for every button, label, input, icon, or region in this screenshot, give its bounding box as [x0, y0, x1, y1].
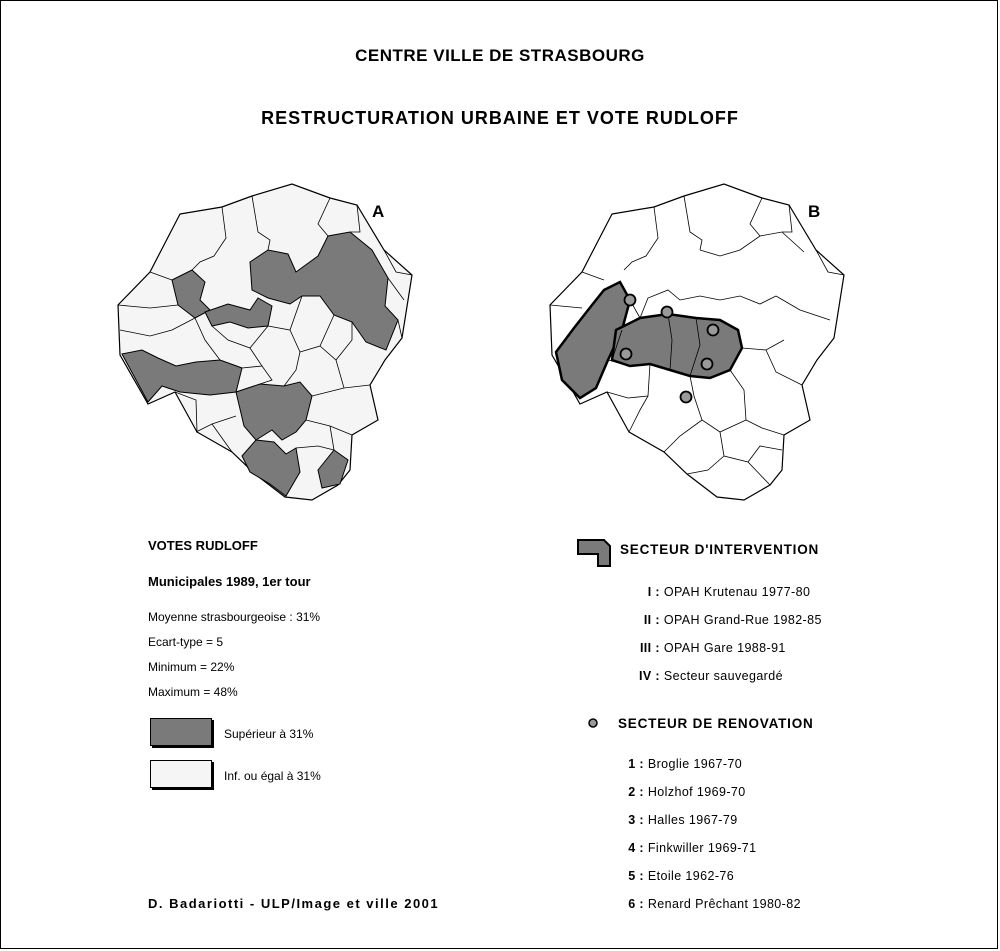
stat-line: Moyenne strasbourgeoise : 31% — [148, 610, 321, 624]
intervention-label: OPAH Krutenau 1977-80 — [663, 585, 811, 599]
renovation-marker — [706, 323, 720, 337]
stat-line: Ecart-type = 5 — [148, 635, 224, 649]
stat-line: Maximum = 48% — [148, 685, 238, 699]
map-a-district-dark — [204, 297, 273, 329]
intervention-num: III : — [639, 641, 660, 655]
legend-swatch-above — [150, 718, 212, 746]
renovation-item: 6 : Renard Prêchant 1980-82 — [620, 897, 801, 911]
intervention-item: III : OPAH Gare 1988-91 — [620, 641, 786, 655]
author-credit: D. Badariotti - ULP/Image et ville 2001 — [148, 896, 440, 911]
map-a-district-dark — [171, 269, 211, 319]
renovation-marker — [623, 293, 637, 307]
map-b-label: B — [808, 202, 821, 221]
renovation-legend-symbol — [588, 718, 598, 728]
legend-class-above: Supérieur à 31% — [224, 727, 314, 741]
map-a-label: A — [372, 202, 385, 221]
renovation-item: 5 : Etoile 1962-76 — [620, 869, 734, 883]
renovation-heading: SECTEUR DE RENOVATION — [618, 716, 814, 731]
renovation-marker — [660, 305, 674, 319]
intervention-num: IV : — [638, 669, 660, 683]
renovation-markers — [619, 293, 720, 404]
intervention-label: OPAH Gare 1988-91 — [663, 641, 786, 655]
renovation-item: 1 : Broglie 1967-70 — [620, 757, 742, 771]
renovation-item: 4 : Finkwiller 1969-71 — [620, 841, 757, 855]
map-a-district-dark — [317, 449, 349, 489]
renovation-num: 1 : — [628, 757, 644, 771]
page-title: CENTRE VILLE DE STRASBOURG — [355, 46, 645, 65]
renovation-num: 3 : — [628, 813, 644, 827]
renovation-label: Etoile 1962-76 — [647, 869, 735, 883]
renovation-label: Broglie 1967-70 — [647, 757, 743, 771]
intervention-label: OPAH Grand-Rue 1982-85 — [663, 613, 822, 627]
renovation-item: 3 : Halles 1967-79 — [620, 813, 738, 827]
renovation-item: 2 : Holzhof 1969-70 — [620, 785, 746, 799]
renovation-label: Halles 1967-79 — [647, 813, 738, 827]
map-a-boundaries — [117, 195, 413, 453]
intervention-item: II : OPAH Grand-Rue 1982-85 — [620, 613, 822, 627]
renovation-num: 2 : — [628, 785, 644, 799]
renovation-num: 4 : — [628, 841, 644, 855]
legend-swatch-below — [150, 760, 212, 788]
legend-class-below: Inf. ou égal à 31% — [224, 769, 321, 783]
renovation-marker — [679, 390, 693, 404]
votes-legend-heading: VOTES RUDLOFF — [148, 538, 258, 553]
stat-line: Minimum = 22% — [148, 660, 235, 674]
renovation-marker — [619, 347, 633, 361]
renovation-label: Holzhof 1969-70 — [647, 785, 746, 799]
renovation-label: Finkwiller 1969-71 — [647, 841, 757, 855]
renovation-marker — [700, 357, 714, 371]
map-a-district-dark — [235, 381, 313, 441]
map-b-boundaries — [549, 195, 845, 486]
intervention-item: IV : Secteur sauvegardé — [620, 669, 783, 683]
map-a-district-dark — [241, 439, 301, 497]
intervention-num: I : — [647, 585, 660, 599]
intervention-heading: SECTEUR D'INTERVENTION — [620, 542, 820, 557]
votes-legend-subheading: Municipales 1989, 1er tour — [148, 574, 311, 589]
renovation-num: 5 : — [628, 869, 644, 883]
intervention-symbol — [577, 539, 611, 567]
page-subtitle: RESTRUCTURATION URBAINE ET VOTE RUDLOFF — [261, 108, 739, 128]
renovation-label: Renard Prêchant 1980-82 — [647, 897, 801, 911]
intervention-num: II : — [643, 613, 660, 627]
intervention-item: I : OPAH Krutenau 1977-80 — [620, 585, 810, 599]
intervention-label: Secteur sauvegardé — [663, 669, 783, 683]
renovation-num: 6 : — [628, 897, 644, 911]
